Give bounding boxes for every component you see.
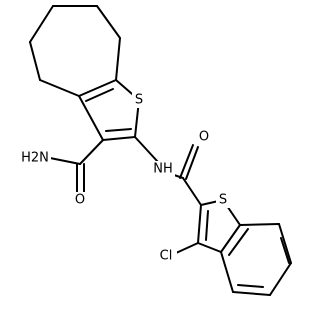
- bond-carbonyl-nh2: [49, 157, 81, 165]
- bond-c7a-c3a-double: [228, 228, 249, 256]
- atom-o-amide: O: [199, 130, 209, 145]
- bond-c4-c5: [29, 41, 41, 81]
- bond-c2-c3: [102, 136, 136, 141]
- bond-c7a-c3a: [220, 224, 241, 253]
- bond-amide-o-1: [179, 144, 194, 179]
- bond-c3a-c3: [197, 242, 222, 253]
- molecule-structure: S S NH H2N O O Cl: [19, 5, 292, 296]
- bond-c3-c3a: [78, 95, 104, 141]
- bond-c3-carbonyl: [79, 139, 104, 165]
- bond-c2-c3-double: [105, 128, 132, 132]
- atom-o-carboxamide: O: [75, 193, 85, 208]
- bond-c3a-c8a: [78, 79, 117, 97]
- bond-amide-o-2: [185, 146, 199, 180]
- bond-c3a-c4: [39, 79, 80, 97]
- bond-c3-cl: [175, 242, 199, 254]
- bond-c7a-c7: [239, 223, 280, 226]
- thiophene-ring: [78, 79, 140, 141]
- bond-c2-nh: [134, 136, 159, 163]
- atom-nh: NH: [153, 162, 173, 177]
- cycloheptane-ring: [29, 5, 121, 97]
- bond-c7-c6-double: [280, 237, 290, 264]
- bond-c3-c2b-double: [205, 210, 209, 241]
- bond-c7-c8: [96, 5, 121, 39]
- structure-canvas: S S NH H2N O O Cl: [19, 5, 292, 296]
- bond-c5-c6: [29, 5, 54, 43]
- bond-carbonyl-c2b: [182, 177, 202, 206]
- bond-c3-c2b: [197, 204, 202, 244]
- atom-cl: Cl: [160, 249, 173, 264]
- bond-c8-c8a: [115, 37, 121, 81]
- atom-s-benzothiophene: S: [219, 193, 227, 208]
- amide-linker: [134, 136, 202, 206]
- benzothiophene-thiophene-ring: [175, 199, 241, 254]
- atom-s-thiophene: S: [135, 93, 143, 108]
- bond-c7-c6: [278, 223, 292, 264]
- bond-c6-c5: [269, 262, 292, 296]
- atom-h2n: H2N: [21, 151, 49, 166]
- carboxamide-group: [49, 139, 104, 193]
- benzene-ring: [220, 223, 292, 296]
- atom-labels: S S NH H2N O O Cl: [19, 92, 230, 264]
- bond-c4-c3a: [220, 251, 234, 293]
- bond-c5-c4-double: [237, 284, 264, 288]
- bond-c3a-c8a-double: [85, 88, 114, 102]
- bond-c5-c4: [232, 291, 271, 296]
